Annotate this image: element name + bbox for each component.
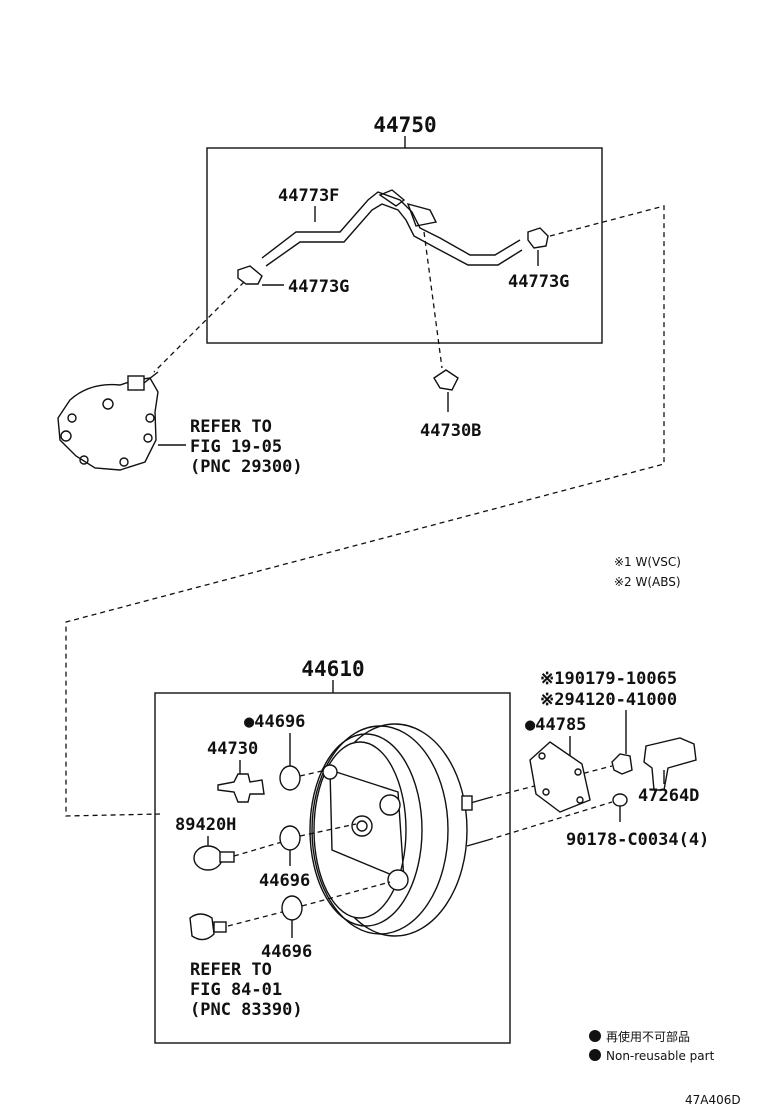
booster-body-ring-2 (309, 733, 423, 927)
pump-port (127, 375, 145, 391)
grommet-bottom-icon (281, 895, 303, 921)
bracket-icon (643, 737, 697, 791)
pump-bolt-1 (60, 430, 72, 442)
speed-sensor-icon (189, 913, 215, 941)
pump-ref-line-1: REFER TO (190, 417, 272, 437)
grommet-bottom-axis (301, 881, 391, 907)
gasket-hole-4 (576, 796, 584, 804)
booster-boss-top (379, 794, 401, 816)
legend-bullet-jp (589, 1030, 601, 1042)
nut-large-icon (611, 753, 633, 775)
sensor-ref-line-1: REFER TO (190, 960, 272, 980)
pump-ref-line-2: FIG 19-05 (190, 437, 282, 457)
booster-center-bore (356, 820, 368, 832)
label-44730B: 44730B (420, 421, 481, 441)
booster-stud-lower (466, 839, 489, 847)
stud-lower-axis (487, 801, 613, 841)
pump-bolt-2 (67, 413, 77, 423)
booster-boss-bottom (387, 869, 409, 891)
leader-pump-dashed (153, 281, 245, 373)
vacuum-hose (261, 191, 521, 259)
legend: 再使用不可部品 Non-reusable part (589, 1029, 715, 1063)
label-nut-small: 90178-C0034(4) (566, 830, 709, 850)
label-44730: 44730 (207, 739, 258, 759)
pump-bolt-7 (102, 398, 114, 410)
booster-grommet-seat (322, 764, 338, 780)
booster-rod-boot (461, 795, 473, 811)
pump-bolt-6 (145, 413, 155, 423)
legend-text-jp: 再使用不可部品 (606, 1029, 690, 1044)
clip-icon (433, 369, 459, 391)
mounting-parts-group: ●44785 ※190179-10065 ※294120-41000 47264… (487, 669, 709, 850)
label-44696-bottom: 44696 (261, 942, 312, 962)
label-44773F: 44773F (278, 186, 339, 206)
pump-bolt-5 (143, 433, 153, 443)
legend-bullet-en (589, 1049, 601, 1061)
gasket-hole-2 (574, 768, 582, 776)
sensor2-axis (227, 911, 283, 927)
label-44696-mid: 44696 (259, 871, 310, 891)
nut-small-icon (612, 793, 628, 807)
legend-text-en: Non-reusable part (606, 1049, 715, 1063)
label-44750: 44750 (373, 113, 436, 137)
hose-elbow (378, 189, 406, 207)
label-44773G-left: 44773G (288, 277, 349, 297)
vacuum-pump-group: REFER TO FIG 19-05 (PNC 29300) (57, 281, 303, 477)
vacuum-hose-inner (265, 203, 523, 267)
note-abs: ※2 W(ABS) (614, 575, 681, 589)
booster-group: 44610 ●44696 44730 89420H 446 (154, 657, 511, 1044)
label-44773G-right: 44773G (508, 272, 569, 292)
label-44696-top: ●44696 (244, 712, 305, 732)
leader-clip-dashed (423, 231, 443, 369)
pump-ref-line-3: (PNC 29300) (190, 457, 303, 477)
gasket-hole-3 (542, 788, 550, 796)
grommet-top-icon (279, 765, 301, 791)
sensor-ref-line-3: (PNC 83390) (190, 1000, 303, 1020)
sensor-icon (193, 845, 223, 871)
booster-body-ring-1 (311, 725, 449, 935)
sensor-ref-line-2: FIG 84-01 (190, 980, 282, 1000)
pump-bolt-3 (79, 455, 89, 465)
label-89420H: 89420H (175, 815, 236, 835)
clamp-left-icon (237, 265, 263, 285)
figure-id: 47A406D (685, 1093, 741, 1107)
label-nut-vsc: ※190179-10065 (540, 669, 677, 689)
label-44785: ●44785 (525, 715, 586, 735)
gasket-icon (529, 741, 591, 813)
gasket-hole-1 (538, 752, 546, 760)
pump-nipple (143, 371, 159, 384)
label-44610: 44610 (301, 657, 364, 681)
label-nut-abs: ※294120-41000 (540, 690, 677, 710)
hose-joint (406, 202, 438, 227)
vacuum-pump-icon (57, 377, 159, 471)
check-valve-icon (217, 773, 265, 803)
pump-bolt-4 (119, 457, 129, 467)
sensor-axis (233, 841, 283, 857)
grommet-mid-icon (279, 825, 301, 851)
sensor-thread (219, 851, 235, 863)
label-47264D: 47264D (638, 786, 699, 806)
hose-assembly-group: 44750 44773F 44773G 44773G 44730B (206, 113, 603, 441)
grommet-mid-axis (299, 823, 357, 837)
note-vsc: ※1 W(VSC) (614, 555, 681, 569)
grommet-top-axis (299, 769, 327, 777)
clamp-right-icon (527, 227, 549, 249)
booster-center-hub (351, 815, 373, 837)
speed-sensor-thread (213, 921, 227, 933)
connection-route-dashed (65, 205, 665, 817)
